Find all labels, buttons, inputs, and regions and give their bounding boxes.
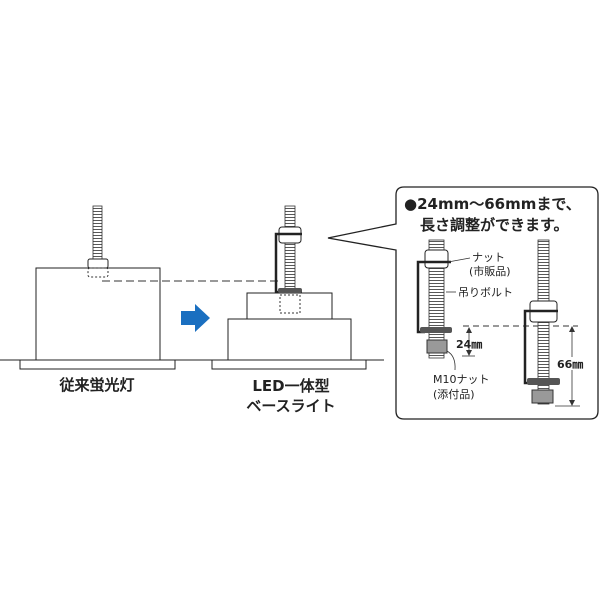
washer — [420, 327, 452, 333]
nut-label: ナット — [472, 251, 505, 264]
callout: ●24mm〜66mmまで、 長さ調整ができます。 ナット (市販品) 吊りボルト… — [327, 186, 599, 420]
callout-title-line2: 長さ調整ができます。 — [420, 216, 569, 234]
m10-note: (添付品) — [433, 387, 475, 401]
hanging-bolt — [284, 205, 296, 291]
nut-note: (市販品) — [469, 264, 511, 278]
dim-max-label: 66㎜ — [557, 358, 583, 371]
label-led-line2: ベースライト — [246, 397, 335, 415]
fixture-flange — [19, 359, 176, 370]
hidden-nut — [87, 267, 109, 278]
washer — [527, 378, 560, 385]
m10-label: M10ナット — [433, 373, 490, 386]
nut — [87, 258, 109, 269]
m10-nut — [426, 339, 448, 354]
fixture-top — [246, 292, 333, 320]
fixture-flange — [211, 359, 367, 370]
fixture-body — [227, 318, 352, 361]
arrow-right-icon — [181, 304, 210, 332]
fixture-body — [35, 267, 161, 361]
callout-bubble — [327, 186, 599, 420]
washer — [278, 288, 302, 293]
bolt-label: 吊りボルト — [458, 286, 513, 299]
conventional-fixture — [19, 205, 278, 370]
hanging-bolt — [92, 205, 103, 263]
dim-min-label: 24㎜ — [456, 338, 482, 351]
label-led-line1: LED一体型 — [252, 377, 329, 395]
label-conventional: 従来蛍光灯 — [58, 376, 134, 394]
m10-nut — [531, 389, 554, 404]
callout-title-line1: ●24mm〜66mmまで、 — [404, 195, 581, 213]
hidden-nut — [279, 294, 301, 314]
led-fixture — [211, 205, 367, 370]
nut — [424, 249, 449, 269]
